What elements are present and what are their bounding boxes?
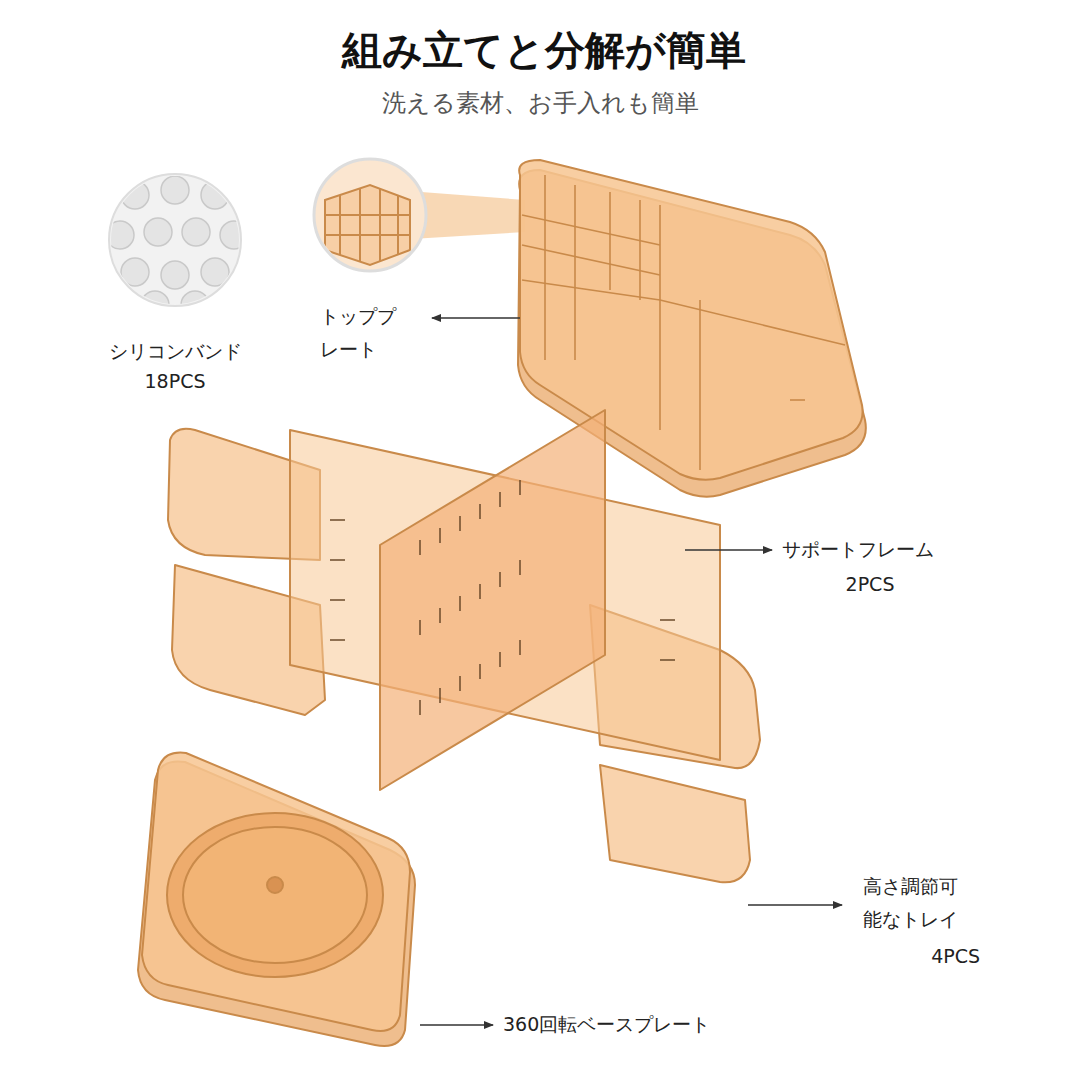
part-name: サポートフレーム: [782, 533, 982, 566]
rotating-base-plate: [138, 753, 415, 1046]
subtitle: 洗える素材、お手入れも簡単: [240, 82, 840, 124]
part-count: 4PCS: [880, 940, 980, 973]
part-name: 360回転ベースプレート: [503, 1008, 783, 1041]
part-count: 18PCS: [85, 365, 265, 398]
title: 組み立てと分解が簡単: [4, 26, 1080, 74]
support-frame: [290, 410, 720, 790]
part-name: トッププレート: [320, 300, 398, 367]
part-name: 高さ調節可能なトレイ: [863, 870, 960, 937]
part-count: 2PCS: [820, 568, 920, 601]
silicone-band-icon: [106, 174, 248, 319]
leader-line: [420, 318, 842, 1025]
compartment-inset: [314, 159, 426, 271]
part-name: シリコンバンド: [85, 335, 265, 368]
